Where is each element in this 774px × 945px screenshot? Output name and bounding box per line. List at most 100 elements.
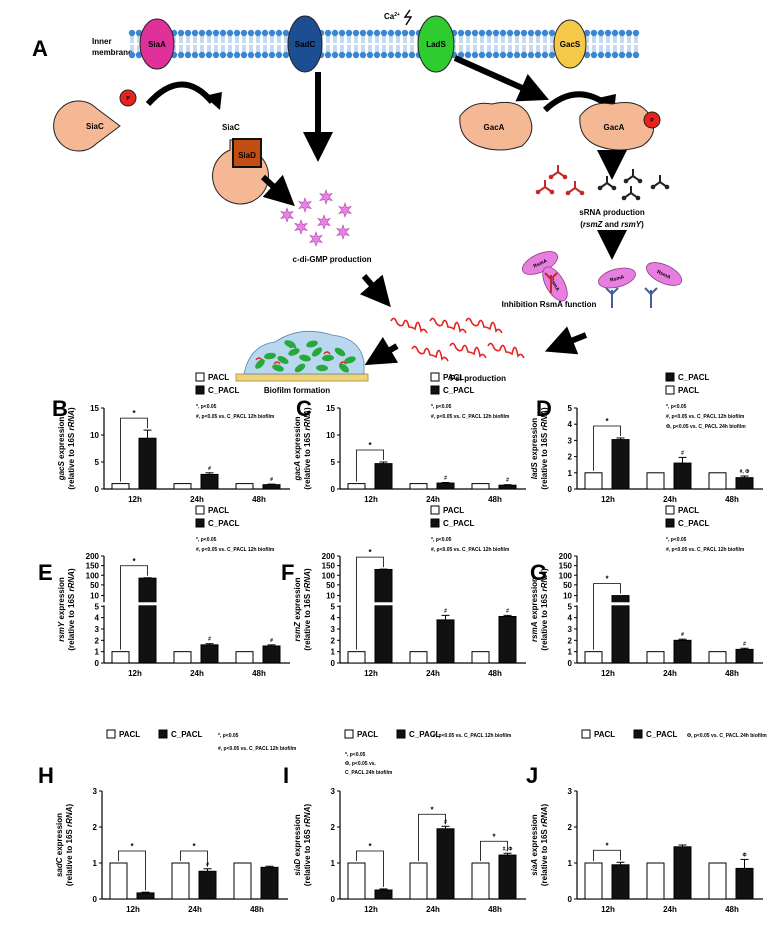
significance-star: *: [368, 548, 372, 557]
y-tick-label: 1: [331, 648, 336, 657]
y-tick-label: 0: [95, 659, 100, 668]
significance-mark: #: [444, 476, 447, 482]
lipid-head: [464, 29, 472, 37]
srna-loop: [565, 190, 571, 196]
significance-note: #, p<0.05 vs. C_PACL 12h biofilm: [196, 547, 275, 553]
cdigmp-molecule: [280, 207, 294, 223]
legend-label: PACL: [443, 373, 464, 382]
lipid-head: [268, 29, 276, 37]
lipid-head: [590, 29, 598, 37]
bar-pacl: [646, 472, 665, 490]
x-tick-label: 12h: [601, 669, 615, 678]
y-tick-label: 2: [331, 636, 336, 645]
legend-swatch-pacl: [430, 372, 440, 382]
y-tick-label: 2: [568, 453, 573, 462]
bar-c-pacl: [374, 463, 393, 490]
y-tick-label: 10: [563, 592, 572, 601]
lipid-head: [611, 29, 619, 37]
bacterial-cell: [299, 354, 311, 362]
lipid-head: [198, 29, 206, 37]
lipid-head: [275, 29, 283, 37]
biofilm-illustration: [235, 330, 369, 382]
y-tick-label: 1: [95, 648, 100, 657]
legend-swatch-pacl: [581, 729, 591, 739]
curved-arrow-1-head: [204, 92, 222, 110]
legend-label: C_PACL: [171, 730, 203, 739]
calcium-label: Ca2+: [384, 12, 400, 21]
lipid-head: [534, 51, 542, 59]
siaD-label: SiaD: [238, 151, 256, 160]
y-axis-label: gacA expression: [293, 416, 302, 481]
lipid-head: [338, 51, 346, 59]
legend-swatch-pacl: [106, 729, 116, 739]
bacterial-cell: [334, 347, 346, 357]
y-axis-label: rsmY expression: [57, 577, 66, 642]
x-tick-label: 48h: [725, 495, 739, 504]
significance-note: Φ, p<0.05 vs. C_PACL 24h biofilm: [687, 733, 767, 739]
significance-note: Φ, p<0.05 vs.: [345, 761, 377, 767]
biofilm-cells: [255, 340, 356, 373]
significance-note: *, p<0.05: [666, 404, 687, 410]
psl-strand: [390, 317, 428, 334]
significance-note: *, p<0.05: [218, 733, 239, 739]
lipid-head: [254, 51, 262, 59]
lipid-head: [135, 29, 143, 37]
membrane-label: Inner: [92, 37, 112, 46]
lipid-head: [184, 51, 192, 59]
lipid-head: [282, 29, 290, 37]
panel-label-a: A: [32, 36, 48, 61]
bar-c-pacl: [436, 828, 455, 900]
srna-loop: [650, 184, 656, 190]
lipid-head: [184, 29, 192, 37]
legend-label: C_PACL: [208, 386, 240, 395]
legend-swatch-c-pacl: [158, 729, 168, 739]
significance-mark: Φ: [742, 852, 746, 858]
lipid-head: [226, 29, 234, 37]
curved-arrow-1: [145, 81, 215, 107]
lipid-head: [352, 29, 360, 37]
y-tick-label: 0: [331, 895, 336, 904]
srna-loop: [562, 174, 568, 180]
arrow-rsma-psl: [544, 326, 588, 355]
bar-pacl: [347, 651, 366, 664]
x-tick-label: 24h: [426, 669, 440, 678]
bar-pacl: [471, 862, 490, 900]
lipid-head: [506, 51, 514, 59]
bar-pacl: [471, 483, 490, 490]
y-tick-label: 200: [322, 552, 336, 561]
lipid-head: [478, 51, 486, 59]
siaC-label-2: SiaC: [222, 123, 240, 132]
x-tick-label: 24h: [663, 495, 677, 504]
x-tick-label: 24h: [190, 669, 204, 678]
substrate: [235, 373, 369, 382]
y-tick-label: 3: [568, 787, 573, 796]
pathway-diagram: A Inner membrane SiaA SadC LadS GacS Ca2…: [32, 9, 683, 395]
lipid-head: [394, 51, 402, 59]
lipid-head: [191, 51, 199, 59]
lipid-head: [135, 51, 143, 59]
x-tick-label: 24h: [663, 905, 677, 914]
bar-pacl: [111, 483, 130, 490]
psl-strand: [429, 317, 467, 334]
x-tick-label: 12h: [364, 669, 378, 678]
significance-star: *: [132, 409, 136, 418]
legend-label: PACL: [678, 506, 699, 515]
lipid-head: [625, 51, 633, 59]
lipid-head: [212, 51, 220, 59]
legend-swatch-c-pacl: [633, 729, 643, 739]
lipid-head: [387, 29, 395, 37]
y-tick-label: 2: [95, 636, 100, 645]
lipid-head: [247, 51, 255, 59]
significance-note: #, p<0.05 vs. C_PACL 12h biofilm: [196, 414, 275, 420]
bar-pacl: [708, 862, 727, 900]
x-tick-label: 48h: [488, 495, 502, 504]
y-tick-label: 0: [331, 659, 336, 668]
srna-loop: [623, 178, 629, 184]
lipid-head: [499, 51, 507, 59]
phosphate-label-2: P: [650, 118, 654, 124]
significance-mark: #: [444, 608, 447, 614]
